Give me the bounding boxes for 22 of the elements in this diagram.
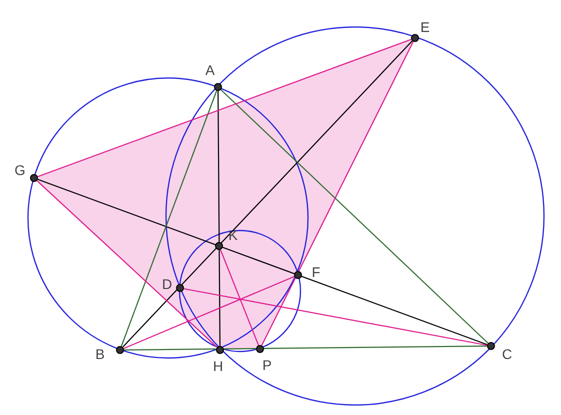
point-label: P [261,356,273,374]
point-label: C [501,345,513,363]
point-label: G [14,161,26,179]
point-label: B [94,345,106,363]
line-segment [120,90,218,346]
line-segment [220,250,260,346]
line-segment [124,346,487,350]
line-segment [184,288,488,346]
line-segment [123,276,295,349]
line-segment [220,89,488,344]
point-label: D [161,275,173,293]
line-segment [36,180,218,348]
line-segment [38,178,488,346]
point-label: H [212,357,224,375]
line-segment [261,41,414,346]
point-label: F [310,263,322,281]
line-segment [122,40,413,348]
line-segment [38,38,412,178]
line-segment [217,91,221,346]
point-label: E [419,18,431,36]
point-label: A [204,61,216,79]
point-label: K [227,226,239,244]
